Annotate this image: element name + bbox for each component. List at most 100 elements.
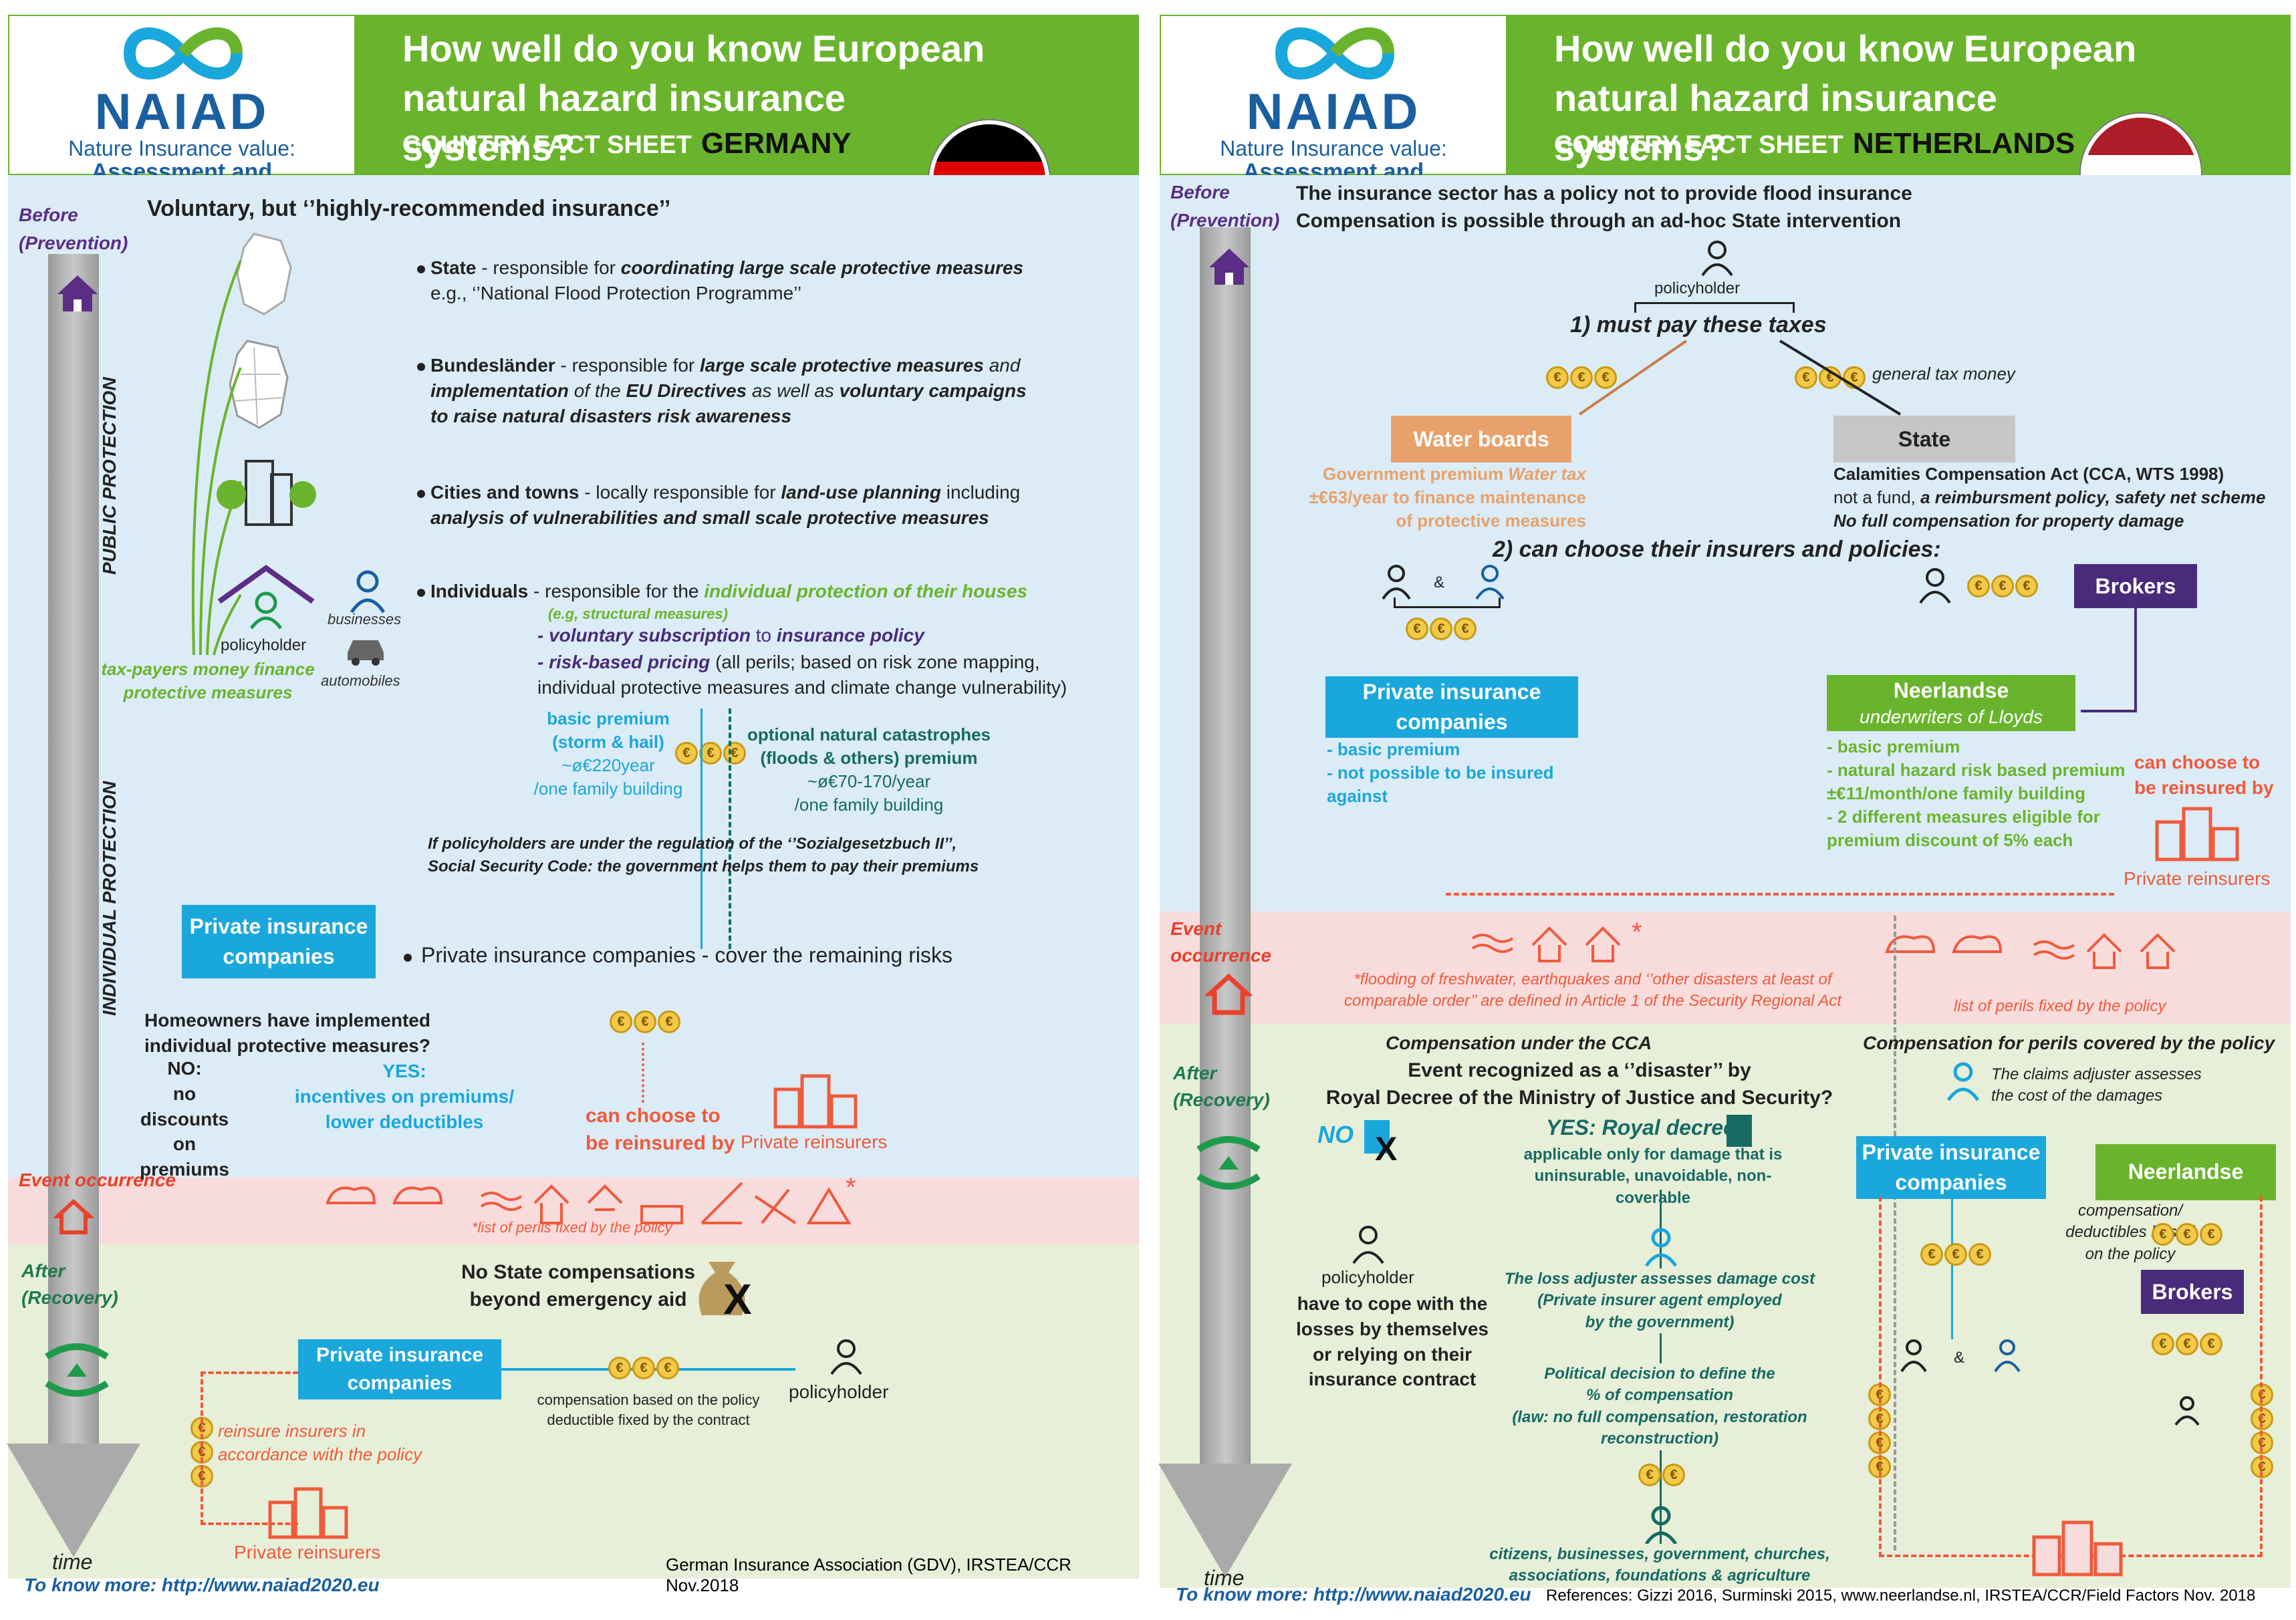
structural-measures-note: (e.g, structural measures)	[548, 605, 728, 622]
state-text-c: coordinating large scale protective meas…	[620, 257, 1024, 278]
intro-1: The insurance sector has a policy not to…	[1296, 182, 1912, 205]
after-label: After	[21, 1260, 66, 1281]
businesses-label: businesses	[328, 611, 402, 628]
citizens-text: citizens, businesses, government, church…	[1486, 1544, 1833, 1587]
footer-link[interactable]: To know more: http://www.naiad2020.eu	[24, 1575, 380, 1595]
footer-link-2[interactable]: To know more: http://www.naiad2020.eu	[1176, 1584, 1531, 1605]
neer-b3: ±€11/month/one family building	[1827, 783, 2085, 804]
no-label-nl: NO	[1317, 1121, 1354, 1148]
reinsured-2: be reinsured by	[586, 1131, 735, 1154]
ind-e: - voluntary subscription	[537, 625, 751, 646]
ind-g: insurance policy	[776, 625, 924, 646]
must-pay-taxes: 1) must pay these taxes	[1570, 312, 1827, 338]
private-insurance-box-nl-2: Private insurance companies	[1856, 1136, 2046, 1199]
amp-label: &	[1434, 573, 1445, 591]
homeowners-2: individual protective measures?	[144, 1035, 430, 1056]
event-occurrence-label: Event occurrence	[19, 1170, 176, 1190]
general-tax-label: general tax money	[1872, 364, 2015, 384]
royal-decree: Royal decree	[1602, 1115, 1735, 1139]
social-security-note: If policyholders are under the regulatio…	[428, 833, 979, 878]
country-name-2: NETHERLANDS	[1852, 127, 2075, 160]
event-band	[8, 1178, 1139, 1244]
private-insurance-box-nl: Private insurance companies	[1325, 676, 1578, 738]
automobiles-label: automobiles	[321, 672, 400, 689]
claims-2: the cost of the damages	[1991, 1087, 2163, 1105]
reinsurance-coins-icon: €€€	[610, 1010, 680, 1033]
reinsurance-loop-nl	[1879, 1196, 2263, 1557]
cities-label: Cities and towns	[430, 482, 580, 503]
pic-flow-line	[1951, 1199, 1953, 1339]
event-house-icon	[53, 1198, 94, 1234]
political-3: (law: no full compensation, restoration	[1512, 1407, 1807, 1426]
basic-arrow	[700, 708, 703, 949]
perils-icons-nl: *	[1471, 918, 1642, 962]
reinsure-1: reinsure insurers in	[218, 1421, 366, 1441]
neer-b1: - basic premium	[1827, 736, 1960, 757]
bund-g: EU Directives	[626, 380, 747, 401]
comp-cca-heading: Compensation under the CCA	[1386, 1033, 1652, 1053]
policy-perils-icons	[1885, 933, 2176, 969]
private-reinsurers-nl: Private reinsurers	[2124, 868, 2271, 889]
event-note: *flooding of freshwater, earthquakes and…	[1279, 969, 1907, 1013]
pic-coins-icon: €€€	[1920, 1243, 1991, 1266]
cities-text: Cities and towns - locally responsible f…	[430, 480, 1112, 531]
logo-word-2: NAIAD	[1246, 84, 1421, 140]
wb-3: of protective measures	[1396, 511, 1586, 531]
cca-3: No full compensation for property damage	[1833, 511, 2184, 531]
individual-house-icon	[217, 565, 315, 630]
neerlandse-terms: - basic premium - natural hazard risk bas…	[1827, 735, 2125, 852]
public-protection-label: PUBLIC PROTECTION	[99, 377, 120, 575]
taxpayers-line-1: tax-payers money finance	[101, 659, 315, 679]
applicable-1: applicable only for damage that is	[1523, 1145, 1783, 1164]
netherlands-fact-sheet: NAIAD Nature Insurance value: Assessment…	[1152, 0, 2296, 1620]
event-note-2: comparable order’’ are defined in Articl…	[1344, 992, 1841, 1010]
house-hands-icon	[57, 275, 98, 311]
pair-bracket	[1394, 597, 1501, 608]
basic-amount: ~ø€220year	[561, 755, 655, 776]
loss-adjuster-icon	[1644, 1228, 1678, 1267]
reins-2: be reinsured by	[2134, 777, 2274, 798]
no-state-1: No State compensations	[461, 1261, 696, 1283]
infinity-logo-icon-2	[1275, 27, 1395, 80]
logo-word: NAIAD	[94, 84, 269, 140]
bullet-state	[417, 265, 425, 273]
one-family-2: /one family building	[794, 795, 944, 815]
automobile-icon	[348, 640, 384, 666]
homeowners-1: Homeowners have implemented	[144, 1010, 430, 1031]
no-text-2: on premiums	[140, 1133, 229, 1180]
yes-nl: YES:	[1546, 1115, 1596, 1139]
prevention-label-2: (Prevention)	[1170, 210, 1280, 231]
political-text: Political decision to define the% of com…	[1499, 1363, 1820, 1450]
can-choose-text: 2) can choose their insurers and policie…	[1493, 537, 1941, 562]
private-reinsurers-label: Private reinsurers	[741, 1131, 888, 1152]
svg-text:X: X	[723, 1275, 752, 1322]
storm-hail-label: (storm & hail)	[552, 732, 664, 753]
amp-label-2: &	[1954, 1349, 1965, 1367]
water-boards-box: Water boards	[1391, 416, 1571, 462]
basic-premium-label: basic premium	[547, 708, 670, 728]
wb-1-a: Government premium	[1323, 464, 1509, 484]
neer-b2: - natural hazard risk based premium	[1827, 760, 2126, 781]
cope-3: or relying on their	[1312, 1343, 1473, 1365]
applicable-2: uninsurable, unavoidable, non-coverable	[1534, 1167, 1772, 1207]
reinsurer-buildings-icon-nl-2	[2032, 1520, 2123, 1577]
bundeslaender-text: Bundesländer - responsible for large sca…	[430, 353, 1112, 428]
occurrence-label-2: occurrence	[1170, 945, 1271, 966]
citizens-2: associations, foundations & agriculture	[1509, 1567, 1811, 1585]
bund-i: voluntary campaigns	[839, 380, 1027, 401]
time-label-2: time	[1204, 1566, 1245, 1590]
reinsurer-buildings-icon-2	[268, 1487, 348, 1539]
policyholder-bracket	[1634, 302, 1795, 313]
perils-list-note: *list of perils fixed by the policy	[472, 1219, 672, 1236]
optional-arrow	[729, 708, 731, 949]
yes-answer: YES:incentives on premiums/lower deducti…	[287, 1059, 521, 1134]
cca-coins-icon: €€	[1638, 1464, 1685, 1486]
reinsurance-dashes-nl	[1446, 695, 2114, 896]
ind-b: - responsible for the	[528, 581, 705, 601]
intro-2: Compensation is possible through an ad-h…	[1296, 209, 1902, 232]
individuals-text: Individuals - responsible for the indivi…	[430, 579, 1126, 604]
fact-sheet-label-2: COUNTRY FACT SHEET	[1554, 131, 1843, 159]
claims-adjuster-icon	[1946, 1062, 1980, 1101]
